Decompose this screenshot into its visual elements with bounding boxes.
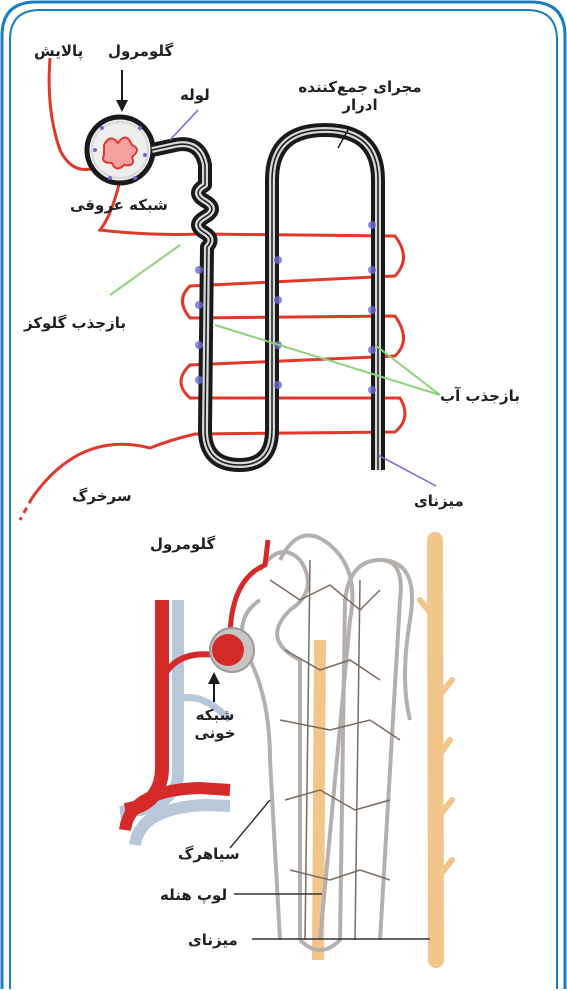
label-glucose-reabsorption: بازجذب گلوکز [24,314,126,332]
label-filtration: پالایش [34,42,83,60]
tubule-pointer [170,110,198,140]
collecting-duct-orange [435,540,436,960]
glucose-pointer [110,245,180,295]
label-glomerulus-top: گلومرول [108,42,173,60]
orange-duct-center [318,640,320,960]
tubule-dots [195,221,376,394]
efferent-artery [32,180,405,498]
label-ureter-top: میزنای [414,492,464,510]
artery-end-dash [20,498,32,520]
label-collecting-duct-line2: ادرار [290,96,430,114]
label-water-reabsorption: بازجذب آب [440,387,520,405]
ureter-pointer [378,455,436,486]
label-artery: سرخرگ [72,487,132,505]
tubule [152,130,378,470]
label-blood-network-line2: خونی [190,724,240,742]
label-capillary-network: شبکه عروقی [70,196,168,214]
label-ureter-bottom: میزنای [188,931,238,949]
label-blood-network-line1: شبکه [190,706,240,724]
label-collecting-duct: مجرای جمع‌کننده ادرار [290,78,430,114]
label-tubule: لوله [180,86,210,104]
label-loop-of-henle: لوپ هنله [160,886,227,904]
label-collecting-duct-line1: مجرای جمع‌کننده [290,78,430,96]
label-glomerulus-bottom: گلومرول [150,535,215,553]
water-pointer-1 [215,325,440,395]
label-vein: سیاهرگ [178,845,240,863]
label-blood-network: شبکه خونی [190,706,240,742]
